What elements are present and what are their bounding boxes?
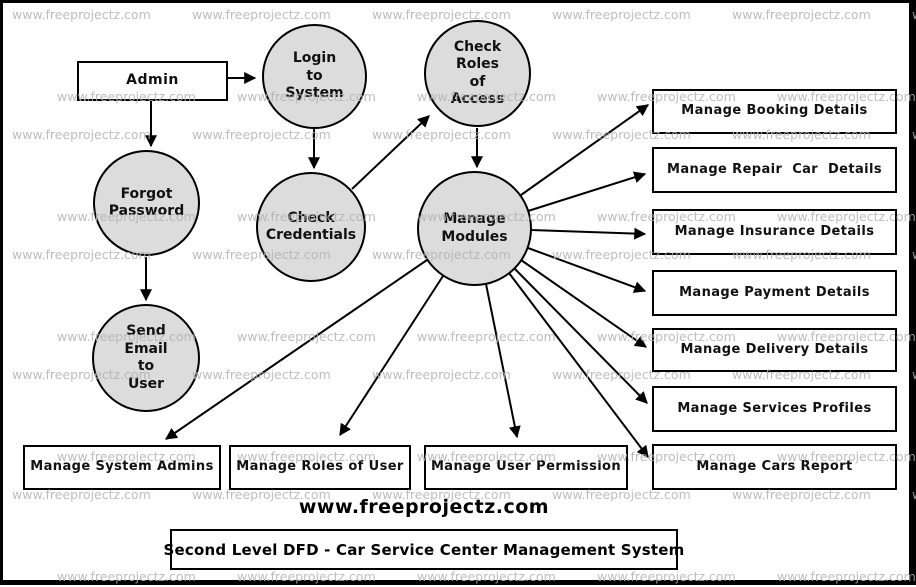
store-label: Manage Roles of User: [236, 459, 404, 475]
store-manage-cars-report: Manage Cars Report: [652, 444, 897, 490]
flow-modules-to-roles-of-user: [339, 275, 444, 437]
store-label: Manage Insurance Details: [674, 223, 875, 239]
site-url-text: www.freeprojectz.com: [298, 496, 550, 518]
flow-modules-to-booking: [520, 104, 649, 196]
flow-modules-to-payment: [527, 247, 647, 293]
flow-modules-to-insurance: [530, 227, 647, 240]
store-manage-repair-car-details: Manage Repair Car Details: [652, 147, 897, 193]
process-check-roles-label: Check Roles of Access: [450, 38, 505, 108]
store-manage-insurance-details: Manage Insurance Details: [652, 209, 897, 255]
store-manage-payment-details: Manage Payment Details: [652, 270, 897, 316]
frame-bottom: [0, 580, 916, 585]
store-manage-user-permission: Manage User Permission: [424, 445, 628, 490]
process-forgot-password: Forgot Password: [93, 150, 200, 256]
store-label: Manage Delivery Details: [680, 341, 869, 357]
store-manage-system-admins: Manage System Admins: [23, 445, 221, 490]
process-send-email-to-user: Send Email to User: [92, 304, 200, 412]
flow-modules-to-cars-report: [508, 272, 649, 458]
process-check-credentials: Check Credentials: [256, 172, 366, 282]
frame-left: [0, 0, 3, 585]
store-label: Manage User Permission: [430, 459, 622, 475]
store-label: Manage Repair Car Details: [666, 161, 883, 177]
store-manage-services-profiles: Manage Services Profiles: [652, 386, 897, 432]
store-label: Manage Services Profiles: [677, 400, 872, 416]
store-manage-delivery-details: Manage Delivery Details: [652, 328, 897, 372]
diagram-caption: Second Level DFD - Car Service Center Ma…: [163, 540, 685, 559]
process-check-credentials-label: Check Credentials: [265, 209, 357, 244]
frame-right: [909, 0, 916, 585]
flow-modules-to-services: [513, 267, 648, 404]
process-manage-modules: Manage Modules: [417, 171, 532, 286]
process-login-to-system: Login to System: [262, 24, 367, 129]
diagram-caption-box: Second Level DFD - Car Service Center Ma…: [164, 529, 684, 570]
store-label: Manage Booking Details: [681, 103, 868, 119]
process-check-roles-of-access: Check Roles of Access: [424, 20, 531, 127]
frame-top: [0, 0, 916, 3]
process-forgot-password-label: Forgot Password: [108, 185, 185, 220]
flow-modules-to-repair: [527, 171, 647, 212]
flow-modules-to-system-admins: [165, 259, 428, 440]
flow-credentials-to-check-roles: [351, 115, 430, 190]
flow-modules-to-delivery: [520, 259, 647, 348]
process-manage-modules-label: Manage Modules: [441, 211, 508, 245]
store-label: Manage Cars Report: [696, 458, 853, 474]
entity-admin-label: Admin: [126, 72, 179, 89]
flow-modules-to-user-permission: [485, 283, 521, 439]
store-label: Manage Payment Details: [679, 284, 870, 300]
store-manage-roles-of-user: Manage Roles of User: [229, 445, 411, 490]
store-manage-booking-details: Manage Booking Details: [652, 89, 897, 134]
process-login-label: Login to System: [285, 50, 344, 102]
store-label: Manage System Admins: [30, 459, 214, 475]
process-send-email-label: Send Email to User: [124, 323, 168, 392]
entity-admin: Admin: [77, 61, 228, 101]
